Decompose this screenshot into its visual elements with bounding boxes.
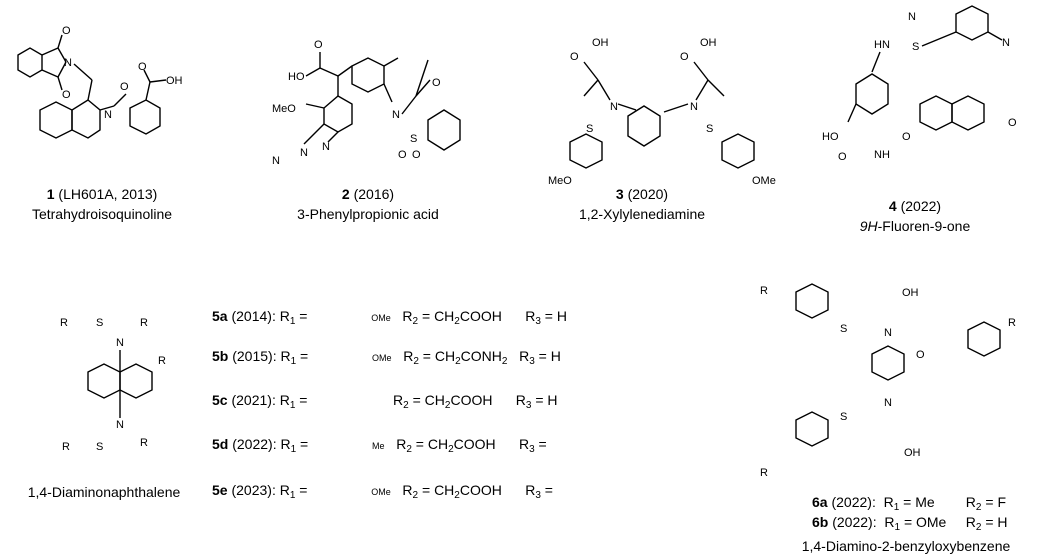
row-5a: 5a (2014): R1 = OMe R2 = CH2COOH R3 = H — [212, 308, 567, 327]
atom-r1: R — [60, 317, 68, 329]
atom-ho: HO — [822, 131, 839, 143]
atom-o: O — [916, 349, 925, 361]
atom-n: N — [116, 337, 124, 349]
atom-o: O — [398, 149, 407, 161]
atom-o: O — [62, 25, 71, 37]
atom-n: N — [392, 109, 400, 121]
scaffold-label-1: Tetrahydroisoquinoline — [31, 206, 173, 222]
atom-o: O — [432, 77, 441, 89]
atom-oh: OH — [700, 37, 717, 49]
atom-o: O — [314, 39, 323, 51]
atom-o: O — [570, 51, 579, 63]
atom-oh: OH — [902, 287, 919, 299]
atom-n: N — [610, 101, 618, 113]
atom-o: O — [838, 151, 847, 163]
scaffold-label-3: 1,2-Xylylenediamine — [578, 206, 706, 222]
atom-o: O — [412, 149, 421, 161]
atom-n: N — [908, 11, 916, 23]
atom-s: S — [586, 123, 593, 135]
scaffold-label-benzene: 1,4-Diamino-2-benzyloxybenzene — [801, 538, 1011, 554]
row-6a: 6a (2022): R1 = Me R2 = F — [812, 494, 1006, 513]
atom-oh: OH — [166, 75, 183, 87]
atom-nh: NH — [874, 149, 890, 161]
compound-detail: (LH601A, 2013) — [58, 186, 158, 202]
atom-s: S — [840, 323, 847, 335]
atom-s: S — [410, 133, 417, 145]
atom-s: S — [912, 41, 919, 53]
caption-compound-1: 1 (LH601A, 2013) — [47, 186, 158, 202]
compound-id: 4 — [888, 198, 897, 214]
atom-o: O — [120, 81, 129, 93]
benzene-structure: R S N OH O R N S R OH — [760, 283, 1016, 479]
atom-r2: R — [1008, 317, 1016, 329]
compound-3-structure: OH OH O O N N S S MeO OMe — [548, 37, 776, 187]
compound-2-structure: HO O MeO N N N N O S O O — [272, 39, 461, 167]
atom-o: O — [1008, 117, 1017, 129]
compound-id: 3 — [615, 186, 624, 202]
compound-4-structure: N N S HN HO O NH O O — [822, 5, 1017, 163]
atom-r1: R — [760, 285, 768, 297]
compound-detail: (2020) — [627, 186, 669, 202]
atom-hn: HN — [874, 39, 890, 51]
atom-meo: MeO — [548, 175, 572, 187]
row-5b: 5b (2015): R1 = OMe R2 = CH2CONH2 R3 = H — [212, 348, 561, 367]
atom-n: N — [300, 147, 308, 159]
compound-id: 1 — [46, 186, 55, 202]
atom-ho: HO — [288, 71, 305, 83]
atom-o: O — [138, 61, 147, 73]
atom-n: N — [690, 101, 698, 113]
atom-n: N — [884, 327, 892, 339]
compound-detail: (2022) — [900, 198, 942, 214]
scaffold-label-2: 3-Phenylpropionic acid — [297, 206, 439, 222]
atom-ome: OMe — [752, 175, 776, 187]
atom-n: N — [322, 141, 330, 153]
atom-n: N — [1002, 37, 1010, 49]
scaffold-label-naphthalene: 1,4-Diaminonaphthalene — [27, 484, 181, 500]
atom-s: S — [840, 411, 847, 423]
atom-r3: R — [158, 355, 166, 367]
atom-r1: R — [62, 441, 70, 453]
compound-id: 2 — [341, 186, 350, 202]
row-5c: 5c (2021): R1 = R2 = CH2COOH R3 = H — [212, 392, 558, 411]
atom-n: N — [64, 57, 72, 69]
atom-meo: MeO — [272, 103, 296, 115]
row-6b: 6b (2022): R1 = OMe R2 = H — [812, 514, 1008, 533]
caption-compound-2: 2 (2016) — [342, 186, 394, 202]
atom-s: S — [706, 123, 713, 135]
atom-oh: OH — [904, 447, 921, 459]
atom-r2: R — [140, 437, 148, 449]
compound-detail: (2016) — [353, 186, 395, 202]
atom-n: N — [272, 155, 280, 167]
atom-n: N — [104, 109, 112, 121]
atom-o: O — [902, 131, 911, 143]
atom-r2: R — [140, 317, 148, 329]
atom-n: N — [116, 419, 124, 431]
compound-1-structure: O O N N O O OH — [17, 25, 183, 139]
scaffold-label-4: 9H-Fluoren-9-one — [859, 218, 971, 234]
row-5e: 5e (2023): R1 = OMe R2 = CH2COOH R3 = — [212, 482, 553, 501]
atom-s: S — [96, 441, 103, 453]
atom-r1: R — [760, 467, 768, 479]
atom-s: S — [96, 317, 103, 329]
naphthalene-structure: R S N R R R S N R — [60, 317, 166, 453]
caption-compound-3: 3 (2020) — [616, 186, 668, 202]
row-5d: 5d (2022): R1 = Me R2 = CH2COOH R3 = — [212, 436, 547, 455]
caption-compound-4: 4 (2022) — [889, 198, 941, 214]
atom-n: N — [884, 397, 892, 409]
atom-oh: OH — [592, 37, 609, 49]
atom-o: O — [680, 51, 689, 63]
atom-o: O — [62, 89, 71, 101]
